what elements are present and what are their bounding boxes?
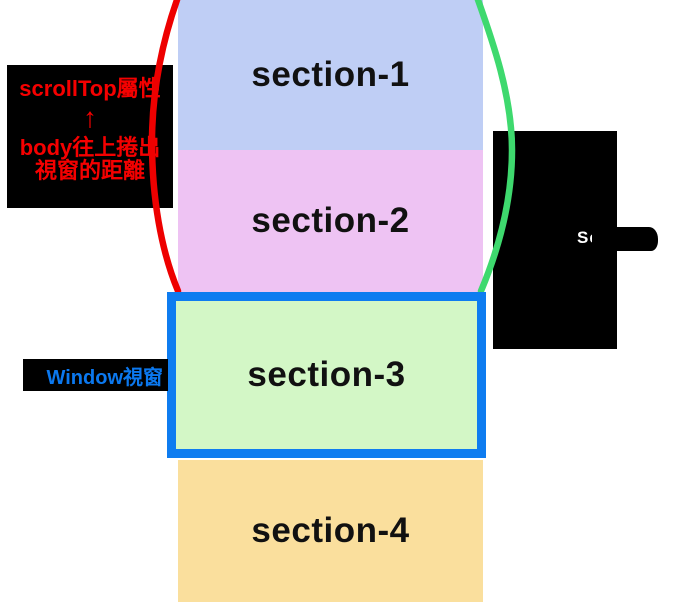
window-viewport-box: section-3 xyxy=(167,292,486,458)
window-viewport-label-text: Window視窗 xyxy=(46,366,163,389)
section-1-label: section-1 xyxy=(251,55,410,94)
scrolltop-property-label: scrollTop屬性 xyxy=(19,76,161,101)
scrolltop-desc-line2: 視窗的距離 xyxy=(34,157,145,183)
section-2: section-2 xyxy=(178,150,483,292)
scrolltop-desc-line1: body往上捲出 xyxy=(19,134,161,160)
text-obscuring-bar xyxy=(592,227,658,251)
scrolltop-annotation: scrollTop屬性 ↑ body往上捲出 視窗的距離 xyxy=(7,65,173,208)
section-1: section-1 xyxy=(178,0,483,150)
section-4-label: section-4 xyxy=(251,511,410,550)
section-4: section-4 xyxy=(178,460,483,602)
section-2-label: section-2 xyxy=(251,201,410,240)
up-arrow-icon: ↑ xyxy=(83,102,97,133)
window-viewport-label: Window視窗 xyxy=(23,359,168,391)
section-3-label: section-3 xyxy=(247,355,406,394)
